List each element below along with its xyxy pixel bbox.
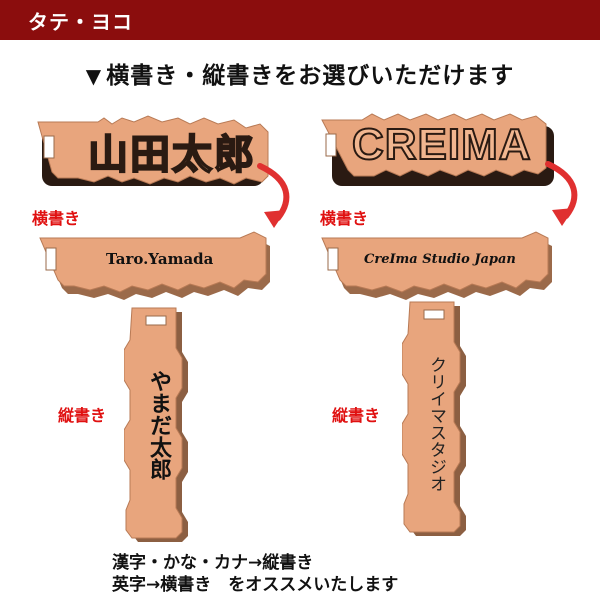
arrow-down-right-icon	[545, 161, 578, 226]
triangle-down-icon: ▼	[85, 64, 103, 88]
header-title: タテ・ヨコ	[28, 10, 133, 34]
left-top-plate-shape	[37, 115, 269, 186]
left-top-plate: 山田太郎	[30, 110, 270, 190]
right-top-plate-text: CREIMA	[351, 119, 532, 170]
left-horizontal-plate-shape	[39, 231, 270, 300]
left-horizontal-plate: Taro.Yamada	[36, 226, 276, 302]
right-horizontal-plate: CreIma Studio Japan	[318, 226, 558, 302]
left-vertical-label: 縦書き	[58, 406, 107, 425]
right-vertical-plate: クリイマスタジオ	[401, 300, 472, 540]
left-vertical-plate: やまだ太郎	[123, 306, 194, 546]
right-horizontal-text: CreIma Studio Japan	[364, 252, 516, 267]
left-top-plate-text: 山田太郎	[87, 131, 256, 179]
left-vertical-text: やまだ太郎	[146, 370, 171, 480]
left-horizontal-label: 横書き	[32, 209, 81, 228]
right-horizontal-plate-shape	[321, 231, 552, 300]
right-vertical-text: クリイマスタジオ	[426, 356, 446, 492]
left-horizontal-text: Taro.Yamada	[106, 250, 214, 268]
header-bar: タテ・ヨコ	[0, 0, 600, 40]
note-line-2: 英字→横書き をオススメいたします	[112, 575, 399, 595]
right-top-plate: CREIMA	[318, 110, 568, 190]
arrow-down-right-icon	[257, 163, 290, 228]
subtitle: ▼横書き・縦書きをお選びいただけます	[0, 56, 600, 90]
note-line-1: 漢字・かな・カナ→縦書き	[112, 553, 314, 573]
right-vertical-label: 縦書き	[332, 406, 381, 425]
right-top-plate-shape	[321, 113, 554, 186]
right-vertical-plate-shape	[401, 301, 466, 536]
right-horizontal-label: 横書き	[320, 209, 369, 228]
subtitle-text: 横書き・縦書きをお選びいただけます	[106, 63, 515, 89]
left-vertical-plate-shape	[123, 307, 188, 542]
